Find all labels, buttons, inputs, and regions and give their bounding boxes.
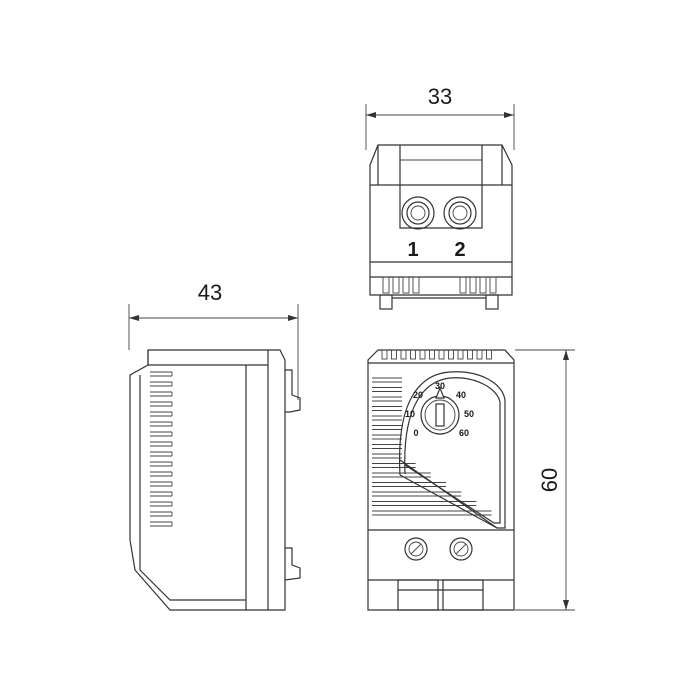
- dimension-top-width: 33: [365, 84, 515, 150]
- terminal-label-2: 2: [454, 239, 465, 261]
- dimension-front-height: 60: [515, 349, 575, 611]
- dial-scale: 0 10 20 30 40 50 60: [405, 381, 474, 438]
- dial-scale-label: 10: [405, 409, 415, 419]
- dial-scale-label: 0: [413, 428, 418, 438]
- dial-scale-label: 30: [435, 381, 445, 391]
- terminal-screw-2: [443, 196, 477, 230]
- dimension-label-33: 33: [428, 84, 452, 109]
- dial-scale-label: 40: [456, 390, 466, 400]
- dimension-label-60: 60: [537, 468, 562, 492]
- dial-scale-label: 50: [464, 409, 474, 419]
- dial-scale-label: 20: [413, 390, 423, 400]
- dimension-side-width: 43: [128, 280, 299, 400]
- side-view: 43: [128, 280, 301, 611]
- terminal-screw-1: [401, 196, 435, 230]
- temperature-dial[interactable]: [420, 386, 460, 435]
- dimension-label-43: 43: [198, 280, 222, 305]
- dial-pointer-icon: [435, 386, 445, 399]
- dial-scale-label: 60: [459, 428, 469, 438]
- front-view: 60 0 10 20 30 40 50 60: [367, 349, 575, 611]
- terminal-label-1: 1: [407, 239, 418, 261]
- lower-screw-right: [449, 537, 473, 561]
- lower-screw-left: [404, 537, 428, 561]
- top-view: 33 1 2: [365, 84, 515, 310]
